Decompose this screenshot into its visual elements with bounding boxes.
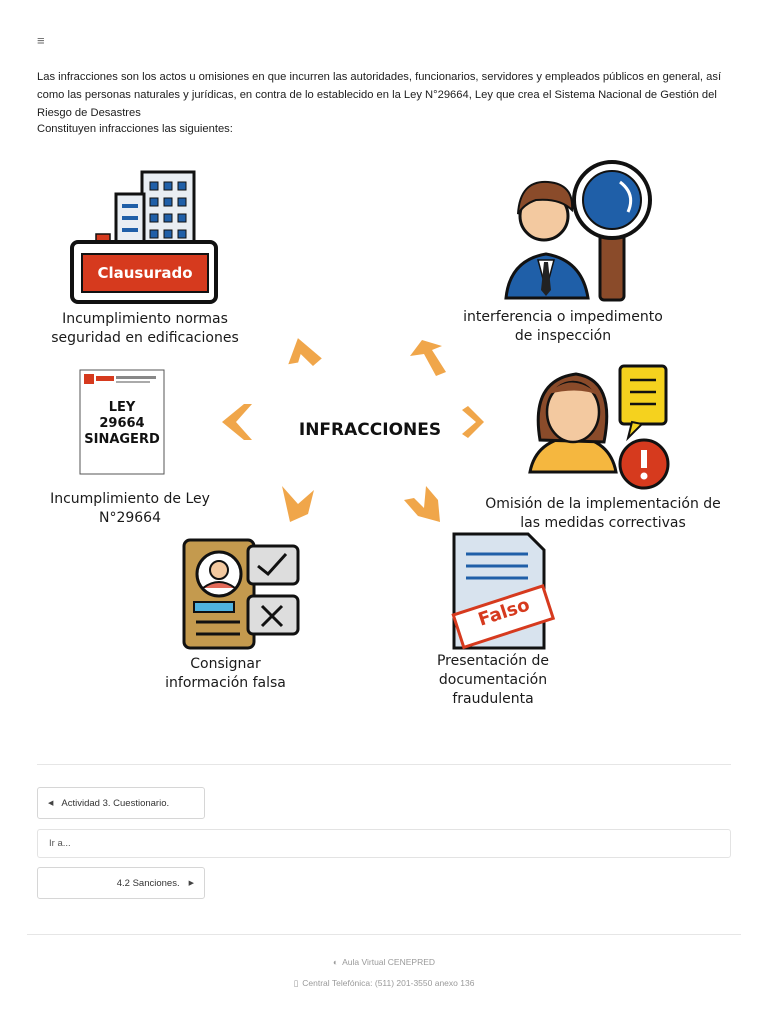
- next-activity-label: 4.2 Sanciones.: [116, 877, 180, 889]
- chevron-right-icon: ▶: [188, 880, 194, 887]
- hamburger-menu-icon[interactable]: ≡: [37, 33, 45, 48]
- footer-site-label[interactable]: Aula Virtual CENEPRED: [342, 957, 436, 967]
- footer-phone-label: Central Telefónica: (511) 201-3550 anexo…: [302, 978, 475, 988]
- previous-activity-button[interactable]: ◀ Actividad 3. Cuestionario.: [37, 787, 205, 819]
- next-activity-button[interactable]: 4.2 Sanciones. ▶: [37, 867, 205, 899]
- fraudulent-document-icon: [451, 532, 556, 650]
- worried-woman-alert-icon: [528, 364, 670, 490]
- clausurado-stamp: Clausurado: [97, 264, 193, 282]
- infographic-center-title: INFRACCIONES: [298, 420, 442, 440]
- intro-paragraph: Las infracciones son los actos u omision…: [37, 71, 722, 119]
- chevron-left-icon: ◀: [48, 800, 54, 807]
- jump-to-select[interactable]: Ir a...: [37, 829, 731, 858]
- false-info-card-icon: [182, 538, 300, 650]
- law-document-icon: [79, 369, 165, 475]
- intro-list-lead: Constituyen infracciones las siguientes:: [37, 123, 233, 135]
- phone-icon: ▯: [293, 978, 299, 988]
- globe-icon: ◐: [332, 957, 339, 967]
- footer-phone: ▯Central Telefónica: (511) 201-3550 anex…: [0, 978, 768, 989]
- previous-activity-label: Actividad 3. Cuestionario.: [61, 797, 170, 809]
- infracciones-infographic: Clausurado LEY 29664 SINAGERD Falso INFR…: [0, 150, 768, 730]
- law-document-text: LEY 29664 SINAGERD: [84, 400, 160, 447]
- section-divider: [37, 764, 731, 765]
- footer-site: ◐Aula Virtual CENEPRED: [0, 957, 768, 967]
- footer-divider: [27, 934, 741, 935]
- inspector-magnifier-icon: [504, 160, 652, 302]
- closed-building-icon: [70, 170, 218, 304]
- orbit-arrows: [222, 338, 484, 522]
- jump-to-label: Ir a...: [49, 838, 71, 849]
